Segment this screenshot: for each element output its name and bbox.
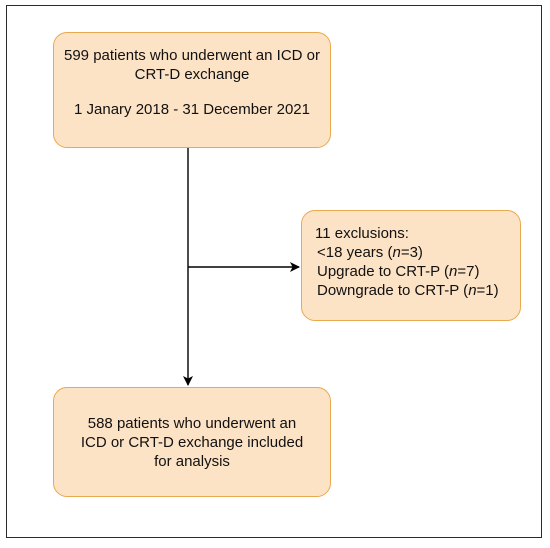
exclusions-box: 11 exclusions: <18 years (n=3) Upgrade t… xyxy=(301,210,521,321)
included-patients-box: 588 patients who underwent an ICD or CRT… xyxy=(53,387,331,497)
exclusions-title: 11 exclusions: xyxy=(315,225,409,242)
diagram-frame xyxy=(6,5,542,538)
exclusion-item-downgrade: Downgrade to CRT-P (n=1) xyxy=(317,282,499,299)
exclusion-item-age: <18 years (n=3) xyxy=(317,244,423,261)
enrolled-patients-text: 599 patients who underwent an ICD or CRT… xyxy=(64,47,320,83)
study-period-text: 1 Janary 2018 - 31 December 2021 xyxy=(74,101,310,118)
included-patients-text: 588 patients who underwent an ICD or CRT… xyxy=(80,415,304,470)
exclusion-item-upgrade: Upgrade to CRT-P (n=7) xyxy=(317,263,480,280)
enrolled-patients-box: 599 patients who underwent an ICD or CRT… xyxy=(53,32,331,148)
